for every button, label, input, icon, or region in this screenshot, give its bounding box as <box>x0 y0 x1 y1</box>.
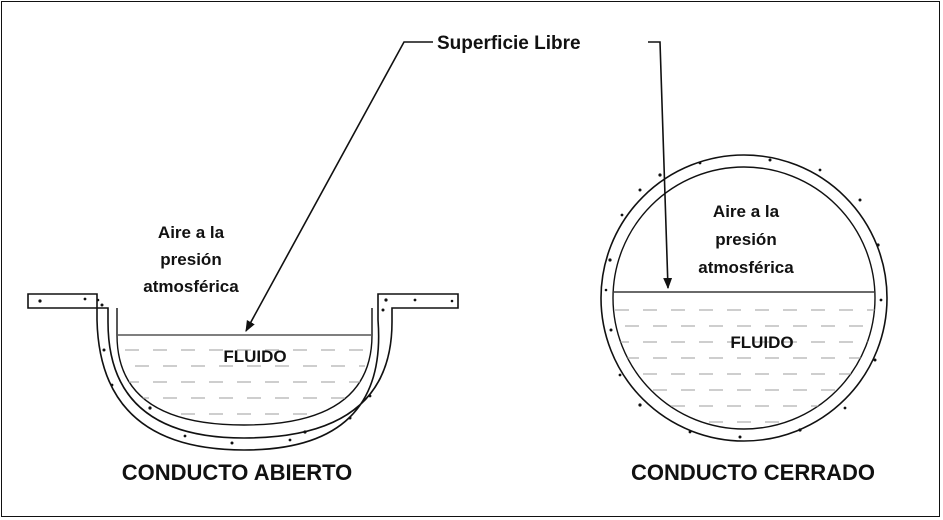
open-channel <box>27 293 459 451</box>
open-aggregate-dots <box>38 297 454 445</box>
closed-fluid-label: FLUIDO <box>730 333 793 352</box>
leader-arrow-open <box>245 41 433 332</box>
closed-aggregate-dots <box>604 158 883 439</box>
leader-arrow-closed <box>648 41 673 290</box>
closed-air-line-1: Aire a la <box>713 202 780 221</box>
free-surface-label: Superficie Libre <box>437 33 581 54</box>
open-air-label: Aire a la presión atmosférica <box>143 223 239 296</box>
open-air-line-1: Aire a la <box>158 223 225 242</box>
closed-conduit <box>600 154 888 442</box>
open-air-line-3: atmosférica <box>143 277 239 296</box>
closed-conduit-inner-wall <box>612 166 876 430</box>
free-surface-leaders <box>245 41 673 332</box>
open-fluid-label: FLUIDO <box>223 347 286 366</box>
open-channel-inner <box>116 308 373 426</box>
closed-air-label: Aire a la presión atmosférica <box>698 202 794 277</box>
open-air-line-2: presión <box>160 250 221 269</box>
closed-air-line-3: atmosférica <box>698 258 794 277</box>
open-channel-wall <box>27 293 459 451</box>
closed-air-line-2: presión <box>715 230 776 249</box>
open-conduit-title: CONDUCTO ABIERTO <box>122 460 353 485</box>
closed-conduit-title: CONDUCTO CERRADO <box>631 460 875 485</box>
